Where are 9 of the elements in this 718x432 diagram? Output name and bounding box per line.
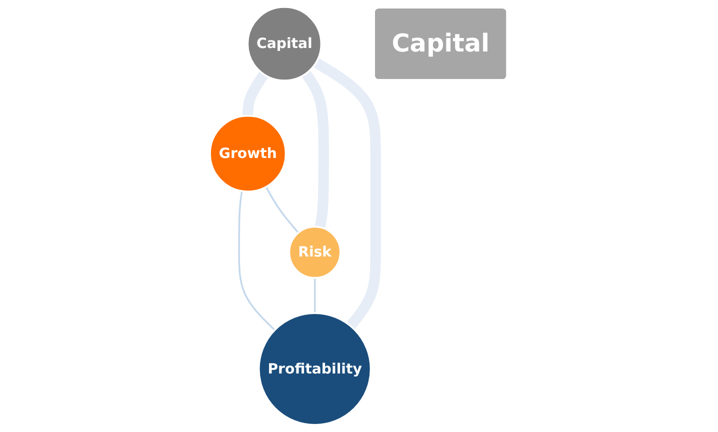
connector — [314, 58, 382, 330]
node-circle: Profitability — [258, 312, 372, 426]
connector — [238, 190, 276, 331]
connector — [302, 70, 330, 230]
connector — [266, 186, 300, 234]
node-circle: Growth — [210, 114, 287, 192]
connector — [314, 278, 316, 314]
node-circle: Risk — [288, 226, 342, 279]
node-circle: Capital — [247, 6, 322, 82]
